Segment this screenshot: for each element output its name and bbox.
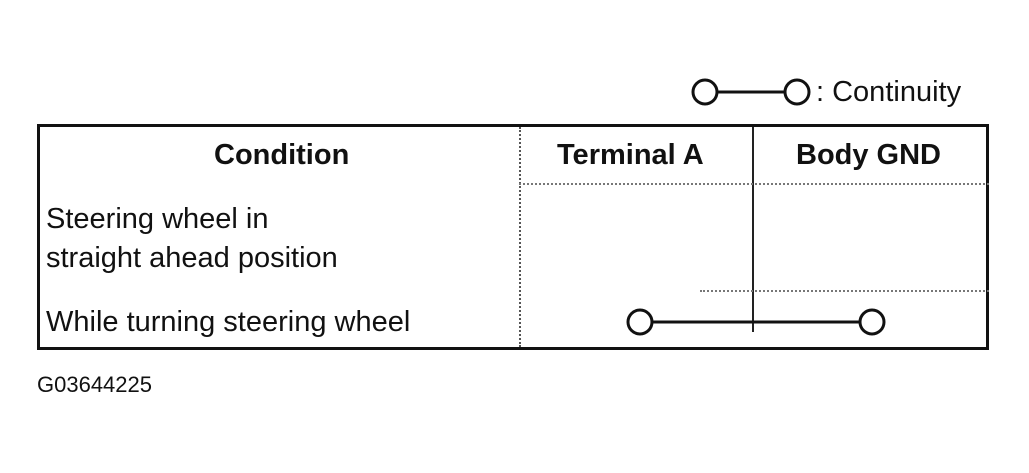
continuity-legend: : Continuity xyxy=(688,74,988,110)
row-divider xyxy=(700,290,989,292)
row-2-continuity-mark xyxy=(626,308,886,336)
header-body-gnd: Body GND xyxy=(796,139,941,171)
column-divider xyxy=(519,127,521,347)
header-terminal-a: Terminal A xyxy=(557,139,704,171)
figure-id: G03644225 xyxy=(37,372,152,397)
row-2-condition: While turning steering wheel xyxy=(46,306,411,338)
row-1-condition-line1: Steering wheel in xyxy=(46,203,269,235)
continuity-symbol-icon xyxy=(691,78,811,106)
terminal-a-node-icon xyxy=(626,308,654,336)
header-condition: Condition xyxy=(214,139,350,171)
body-gnd-node-icon xyxy=(858,308,886,336)
legend-label: : Continuity xyxy=(816,76,962,108)
continuity-table: Condition Terminal A Body GND Steering w… xyxy=(37,124,989,350)
row-1-condition-line2: straight ahead position xyxy=(46,242,338,274)
column-divider xyxy=(752,127,754,332)
row-divider xyxy=(519,183,989,185)
